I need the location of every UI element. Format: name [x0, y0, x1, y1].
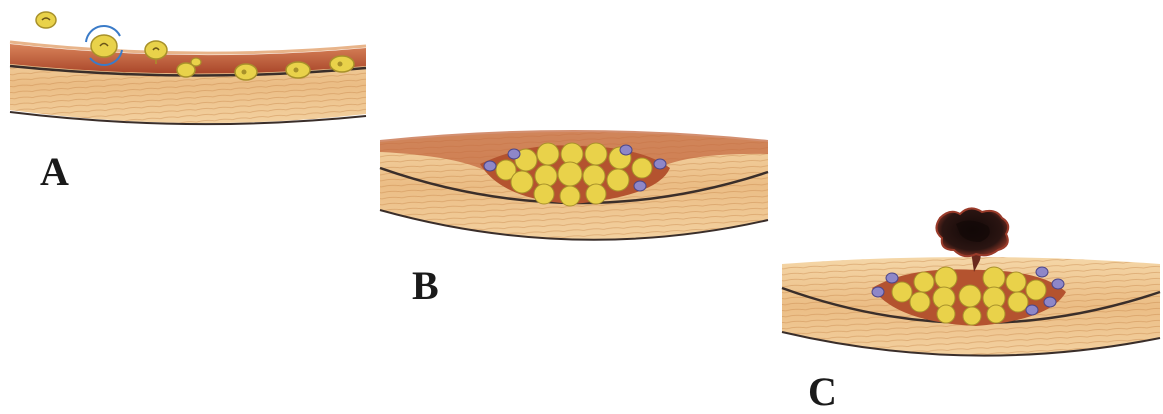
panel-b-fatty-plaque — [378, 124, 770, 254]
monocyte-cell — [36, 12, 56, 28]
panel-a-label: A — [40, 152, 69, 192]
panel-b-label: B — [412, 266, 439, 306]
panel-c-illustration — [780, 206, 1162, 370]
foam-cell — [235, 64, 257, 80]
panel-a-early-lesion — [8, 6, 370, 142]
panel-c-label: C — [808, 372, 837, 412]
panel-b-illustration — [378, 124, 770, 254]
foam-cell — [286, 62, 310, 78]
panel-a-illustration — [8, 6, 370, 142]
panel-c-ruptured-plaque — [780, 206, 1162, 370]
foam-cell — [330, 56, 354, 72]
